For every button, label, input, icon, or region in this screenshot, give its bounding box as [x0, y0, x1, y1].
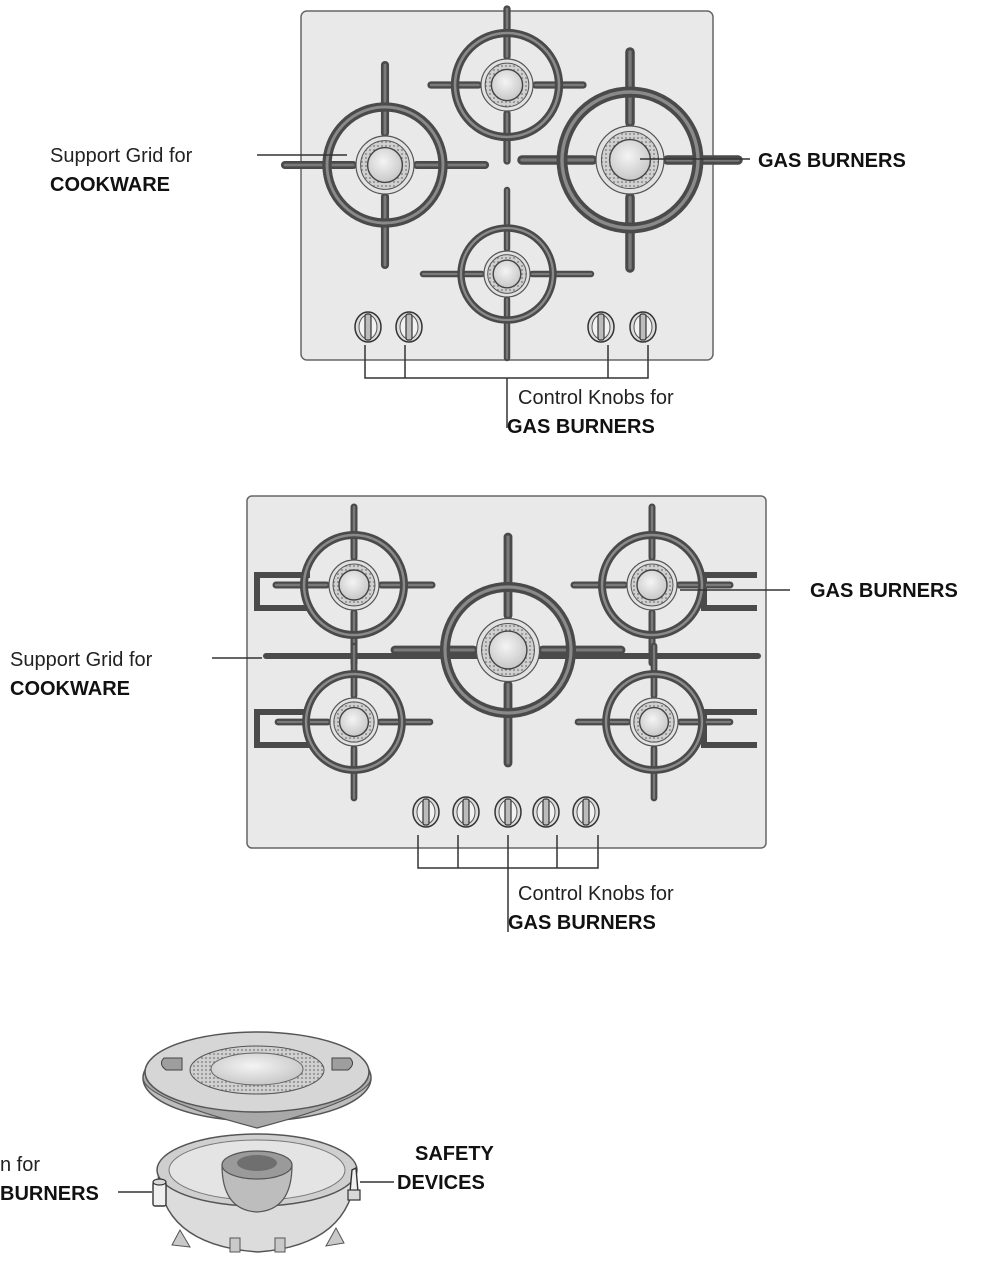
hob-2-control-knob-5[interactable]	[572, 796, 600, 828]
hob-1-burner-rear	[427, 5, 587, 165]
ignition-label-bold: BURNERS	[0, 1183, 99, 1205]
hob-2-burner-rear-left	[272, 503, 436, 667]
hob-1-burner-right	[517, 47, 743, 273]
hob-2-knobs-label-bold: GAS BURNERS	[508, 912, 656, 934]
hob-2-burner-rear-right	[570, 503, 734, 667]
hob-1-gas-burners-label: GAS BURNERS	[758, 150, 906, 172]
safety-devices-label-2: DEVICES	[397, 1172, 485, 1194]
hob-1-control-knob-1[interactable]	[354, 311, 382, 343]
ignition-label: n for	[0, 1154, 40, 1176]
burner-exploded-view	[142, 1031, 372, 1253]
hob-2-control-knob-4[interactable]	[532, 796, 560, 828]
hob-1-knobs-label: Control Knobs for	[518, 387, 674, 409]
hob-2-burner-center	[390, 532, 626, 768]
hob-1-support-grid-label: Support Grid for	[50, 145, 193, 167]
burner-body	[156, 1133, 358, 1253]
hob-1-knobs-label-bold: GAS BURNERS	[507, 416, 655, 438]
hob-2-grid-bracket-2	[254, 709, 310, 748]
hob-2-support-grid-label: Support Grid for	[10, 649, 153, 671]
hob-2-control-knob-3[interactable]	[494, 796, 522, 828]
hob-2-burner-front-left	[274, 642, 434, 802]
hob-2	[246, 495, 767, 849]
hob-2-grid-bracket-1	[254, 572, 310, 611]
hob-1-burner-front	[419, 186, 595, 362]
hob-2-gas-burners-label: GAS BURNERS	[810, 580, 958, 602]
hob-2-knobs-bracket	[417, 835, 599, 932]
hob-1	[280, 5, 743, 362]
hob-2-burner-front-right	[574, 642, 734, 802]
ignition-electrode-icon	[152, 1178, 167, 1207]
hob-2-knobs-label: Control Knobs for	[518, 883, 674, 905]
hob-2-support-grid-label-bold: COOKWARE	[10, 678, 130, 700]
hob-2-control-knob-2[interactable]	[452, 796, 480, 828]
hob-2-control-knob-1[interactable]	[412, 796, 440, 828]
safety-devices-label: SAFETY	[415, 1143, 495, 1165]
burner-cap	[142, 1031, 372, 1129]
hob-1-support-grid-label-bold: COOKWARE	[50, 174, 170, 196]
safety-thermocouple-icon	[347, 1166, 361, 1201]
hob-1-knobs-bracket	[364, 345, 649, 428]
hob-1-burner-left	[280, 60, 490, 270]
hob-1-control-knob-4[interactable]	[629, 311, 657, 343]
hob-1-control-knob-2[interactable]	[395, 311, 423, 343]
hob-1-control-knob-3[interactable]	[587, 311, 615, 343]
